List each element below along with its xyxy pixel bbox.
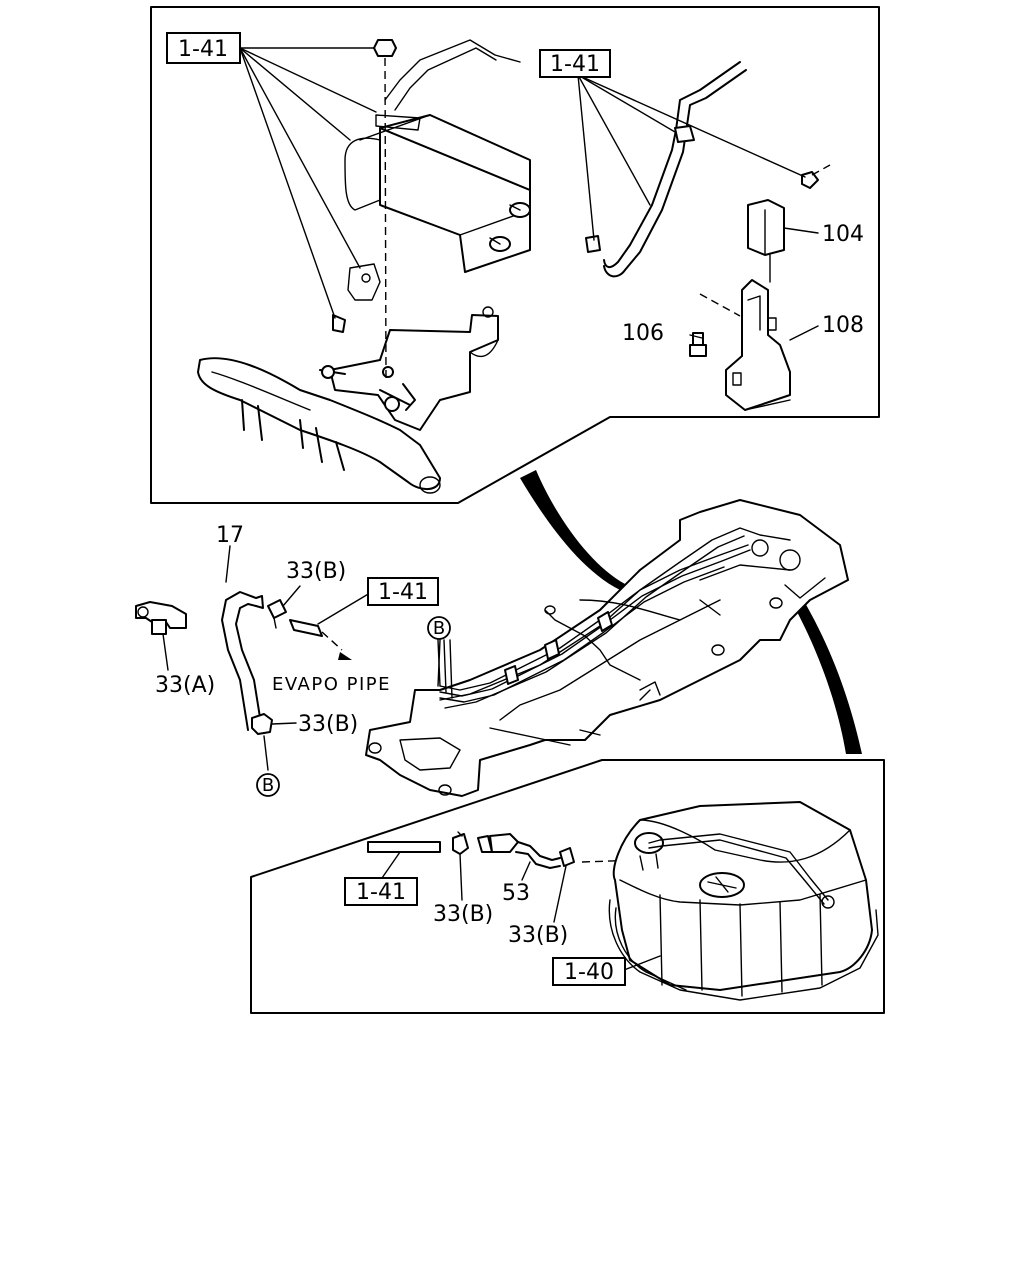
- svg-text:1-41: 1-41: [550, 52, 600, 77]
- svg-text:1-40: 1-40: [564, 960, 614, 985]
- clamp-33b-upper: [267, 599, 287, 629]
- label-part-33b-upper: 33(B): [286, 559, 346, 584]
- label-part-106: 106: [622, 321, 664, 346]
- callout-ref-1-41-top-right: 1-41: [539, 49, 611, 78]
- hose-53: [477, 833, 561, 869]
- bolt-left: [332, 314, 346, 333]
- leader-lines-top-right: [577, 74, 806, 241]
- hose-17: [221, 591, 264, 731]
- label-part-104: 104: [822, 222, 864, 247]
- frame-rail-section: [197, 357, 441, 494]
- marker-b-hose: B: [256, 773, 280, 797]
- svg-text:B: B: [433, 618, 445, 639]
- evapo-pipe-end: [289, 619, 352, 660]
- callout-ref-1-41-top-left: 1-41: [166, 32, 241, 64]
- svg-text:1-41: 1-41: [356, 880, 406, 905]
- arrow-to-canister-inset: [520, 470, 712, 606]
- callout-ref-1-40: 1-40: [552, 957, 626, 986]
- bolt-106: [689, 332, 707, 357]
- canister-mounting-plate: [319, 306, 499, 431]
- fuel-pipe-section: [367, 841, 441, 853]
- callout-ref-1-41-bottom: 1-41: [344, 877, 418, 906]
- canister-inset-panel: 1-41 1-41 104 106 108: [150, 6, 880, 504]
- flange-nut-top: [373, 39, 397, 57]
- vent-hose: [585, 61, 747, 278]
- label-evapo-pipe: EVAPO PIPE: [272, 674, 391, 695]
- label-part-33b-bottom-left: 33(B): [433, 902, 493, 927]
- leader-lines-top-left: [239, 47, 377, 319]
- bracket-108: [725, 279, 791, 411]
- charcoal-canister: [344, 114, 531, 273]
- fuel-line-bundle: [437, 544, 751, 703]
- label-part-33b-lower: 33(B): [298, 712, 358, 737]
- fuel-tank: [608, 801, 879, 1001]
- arrow-to-tank-inset: [780, 578, 862, 754]
- clamp-33b-lower: [251, 713, 273, 735]
- fuel-tank-inset-panel: 1-41 33(B) 53 33(B) 1-40: [250, 759, 885, 1014]
- label-part-33b-bottom-right: 33(B): [508, 923, 568, 948]
- label-part-53: 53: [502, 881, 530, 906]
- svg-text:1-41: 1-41: [378, 580, 428, 605]
- label-part-17: 17: [216, 523, 244, 548]
- label-part-33a: 33(A): [155, 673, 215, 698]
- bracket-104: [747, 164, 831, 256]
- clamp-33b-bottom-left: [452, 831, 469, 855]
- svg-text:B: B: [262, 775, 274, 796]
- marker-b-frame: B: [427, 616, 451, 640]
- canister-bracket-strap: [347, 39, 521, 301]
- label-part-108: 108: [822, 313, 864, 338]
- clamp-33b-bottom-right: [559, 847, 575, 867]
- clamp-33a: [135, 601, 187, 635]
- callout-ref-1-41-mid: 1-41: [367, 577, 439, 606]
- svg-text:1-41: 1-41: [178, 37, 228, 62]
